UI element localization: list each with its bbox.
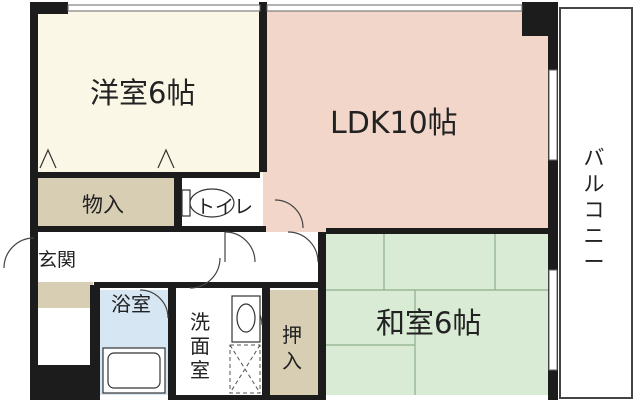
ldk-area: [263, 10, 553, 232]
bathtub: [102, 347, 166, 394]
toilet-label: トイレ: [196, 196, 254, 218]
japanese-room-area: [322, 232, 553, 395]
bath-label: 浴室: [111, 292, 151, 316]
sink-fixture: [231, 295, 261, 343]
balcony-area: [559, 7, 633, 399]
storage-label: 物入: [82, 193, 124, 217]
tatami-lines: [322, 232, 553, 395]
closet-label: 押入: [282, 323, 302, 373]
storage-door-marks: [39, 148, 175, 169]
closet-area: [268, 290, 318, 395]
walls: [30, 2, 558, 400]
toilet-fixture: [181, 188, 235, 218]
western-room-area: [35, 10, 263, 175]
balcony-label: バルコニー: [583, 146, 605, 274]
western-room-label: 洋室6帖: [90, 76, 196, 110]
entrance-floor: [35, 282, 93, 308]
japanese-room-label: 和室6帖: [376, 306, 482, 340]
washroom-label: 洗面室: [190, 310, 210, 382]
entrance-label: 玄関: [38, 249, 77, 271]
storage-area: [35, 178, 175, 226]
ldk-label: LDK10帖: [330, 106, 458, 141]
washing-machine-space: [229, 344, 261, 394]
windows: [67, 4, 558, 371]
